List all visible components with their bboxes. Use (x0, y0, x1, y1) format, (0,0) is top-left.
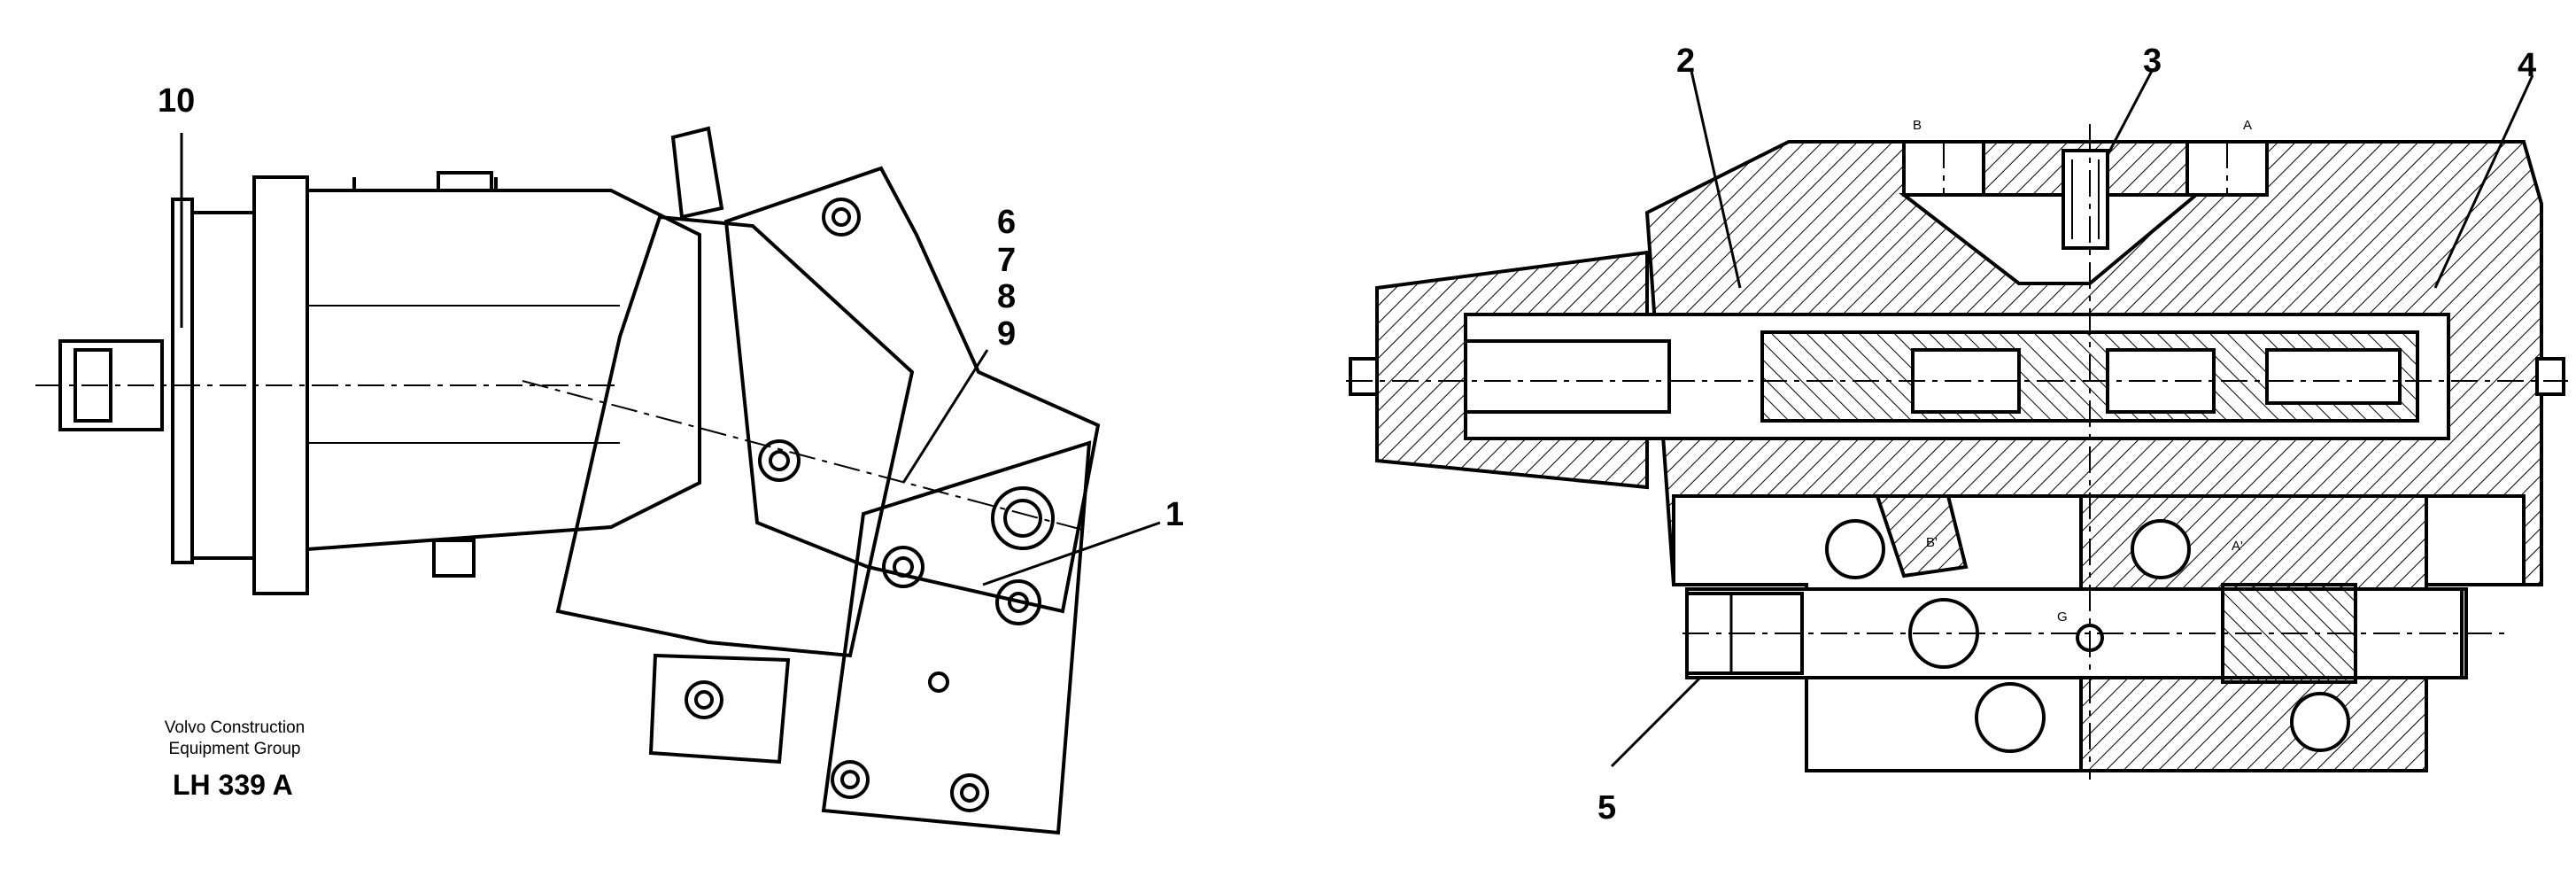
port-label-a: A (2243, 118, 2253, 133)
port-label-a-prime: A' (2232, 539, 2243, 554)
left-leader-lines (180, 133, 1161, 586)
port-label-g: G (2057, 609, 2068, 625)
callout-10: 10 (158, 82, 196, 120)
left-centerlines (35, 380, 1090, 532)
callout-7: 7 (997, 242, 1017, 279)
motor-housing (306, 189, 701, 552)
callout-8: 8 (997, 278, 1017, 315)
valve-section-view (1349, 140, 2565, 772)
callout-1: 1 (1165, 496, 1185, 533)
control-valve-block (821, 440, 1092, 835)
company-name-line2: Equipment Group (168, 740, 301, 758)
callout-5: 5 (1597, 789, 1617, 827)
callout-9: 9 (997, 315, 1017, 353)
right-centerlines (1346, 124, 2568, 780)
callout-6: 6 (997, 204, 1017, 241)
port-label-b: B (1913, 118, 1922, 133)
callout-3: 3 (2143, 43, 2162, 80)
right-leader-lines (1610, 70, 2534, 768)
port-label-b-prime: B' (1926, 535, 1938, 550)
callout-4: 4 (2518, 47, 2537, 84)
drawing-code: LH 339 A (173, 769, 293, 801)
cylinder-housing (555, 214, 915, 658)
port-block (723, 166, 1101, 614)
company-name-line1: Volvo Construction (164, 718, 306, 737)
callout-2: 2 (1676, 43, 1696, 80)
